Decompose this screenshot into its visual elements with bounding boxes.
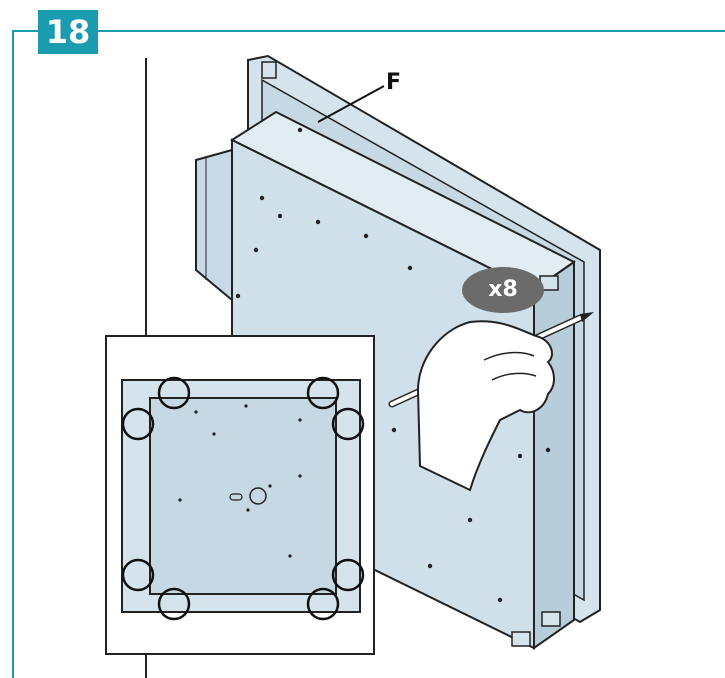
frame-border-top [98, 30, 725, 32]
duct-stub [195, 148, 233, 303]
frame-border-left [12, 30, 14, 678]
frame-tab [511, 631, 531, 647]
frame-tab [261, 61, 277, 79]
hand [416, 320, 555, 492]
step-number-badge: 18 [38, 10, 98, 54]
marking-circles [121, 376, 365, 621]
quantity-badge: x8 [462, 267, 544, 313]
label-f-leader [317, 85, 385, 123]
frame-border-top-left [12, 30, 38, 32]
inset-back-view [105, 335, 375, 655]
part-label-f: F [386, 70, 402, 95]
frame-tab [541, 611, 561, 627]
